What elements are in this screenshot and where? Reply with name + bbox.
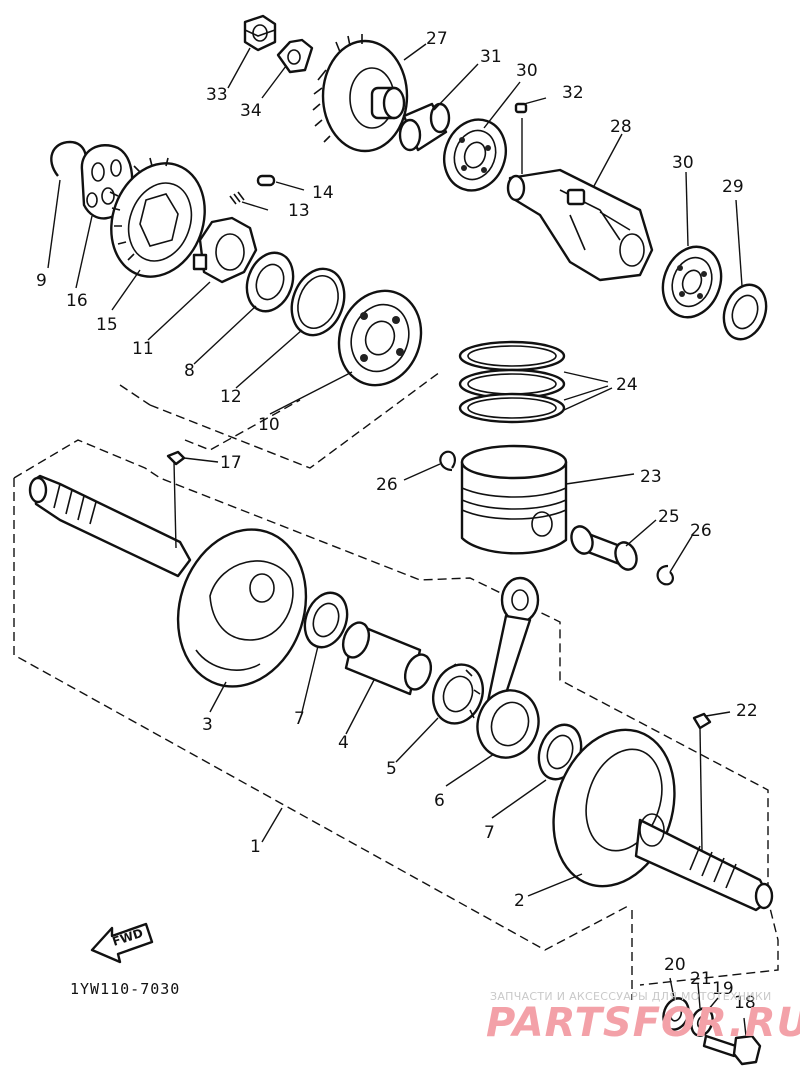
label-1: 1 — [250, 837, 261, 857]
label-34: 34 — [240, 101, 262, 121]
label-28: 28 — [610, 117, 632, 137]
part-26-circlip-upper — [439, 450, 456, 472]
label-32: 32 — [562, 83, 584, 103]
label-27: 27 — [426, 29, 448, 49]
part-18-bolt — [702, 1034, 762, 1066]
part-17-key — [166, 450, 186, 466]
label-30a: 30 — [516, 61, 538, 81]
label-22: 22 — [736, 701, 758, 721]
label-2: 2 — [514, 891, 525, 911]
part-24-piston-rings — [458, 340, 566, 424]
part-15-balancer-driven-gear — [109, 157, 206, 278]
label-24: 24 — [616, 375, 638, 395]
label-17: 17 — [220, 453, 242, 473]
part-23-piston — [460, 444, 568, 555]
assembly-boundary-lines — [13, 371, 779, 1000]
label-9: 9 — [36, 271, 47, 291]
part-20-washer — [662, 997, 690, 1031]
part-9-circlip — [50, 140, 88, 177]
part-21-washer — [690, 1007, 714, 1037]
part-22-key — [692, 712, 712, 730]
part-3-crank-left — [28, 474, 308, 688]
part-6-connecting-rod — [476, 576, 540, 759]
label-18: 18 — [734, 993, 756, 1013]
watermark-tagline: ЗАПЧАСТИ И АКСЕССУАРЫ ДЛЯ МОТОТЕХНИКИ — [490, 990, 772, 1003]
part-13-spring — [229, 191, 245, 205]
label-16: 16 — [66, 291, 88, 311]
label-7b: 7 — [484, 823, 495, 843]
watermark: ЗАПЧАСТИ И АКСЕССУАРЫ ДЛЯ МОТОТЕХНИКИ PA… — [486, 990, 800, 1046]
part-28-balancer-shaft — [506, 168, 654, 282]
label-29: 29 — [722, 177, 744, 197]
watermark-brand: PARTSFOR.RU — [486, 1000, 800, 1046]
label-25: 25 — [658, 507, 680, 527]
label-5: 5 — [386, 759, 397, 779]
part-29-oil-seal — [722, 283, 768, 341]
part-32-key — [514, 102, 528, 114]
part-11-hub — [192, 216, 258, 284]
part-4-crank-pin — [341, 621, 433, 696]
part-25-piston-pin — [570, 525, 638, 571]
label-21: 21 — [690, 969, 712, 989]
label-19: 19 — [712, 979, 734, 999]
part-10-bearing — [337, 289, 423, 387]
part-12-shim — [290, 267, 346, 337]
label-23: 23 — [640, 467, 662, 487]
part-34-lock-washer — [276, 38, 314, 74]
part-2-crank-right — [552, 728, 774, 912]
fwd-arrow-icon: FWD — [90, 922, 154, 964]
label-11: 11 — [132, 339, 154, 359]
part-30-bearing-upper — [443, 118, 507, 192]
label-33: 33 — [206, 85, 228, 105]
label-14: 14 — [312, 183, 334, 203]
label-31: 31 — [480, 47, 502, 67]
label-26b: 26 — [690, 521, 712, 541]
diagram-code: 1YW110-7030 — [70, 980, 180, 998]
part-27-balancer-gear — [312, 34, 409, 153]
label-6: 6 — [434, 791, 445, 811]
label-30b: 30 — [672, 153, 694, 173]
part-5-needle-bearing — [432, 663, 484, 725]
label-26a: 26 — [376, 475, 398, 495]
leader-lines — [47, 43, 747, 1037]
part-7-shim-left — [303, 591, 349, 649]
part-26-circlip-lower — [656, 564, 674, 586]
label-13: 13 — [288, 201, 310, 221]
label-15: 15 — [96, 315, 118, 335]
part-8-seal — [245, 251, 295, 313]
label-8: 8 — [184, 361, 195, 381]
label-10: 10 — [258, 415, 280, 435]
label-12: 12 — [220, 387, 242, 407]
part-14-pin — [256, 174, 276, 187]
part-33-nut — [243, 14, 277, 52]
label-4: 4 — [338, 733, 349, 753]
label-7a: 7 — [294, 709, 305, 729]
part-30-bearing-right — [661, 245, 723, 319]
part-31-collar — [398, 102, 451, 152]
label-3: 3 — [202, 715, 213, 735]
part-labels: 1 2 3 4 5 6 7 7 8 9 10 11 12 13 14 15 16… — [36, 29, 758, 1013]
label-20: 20 — [664, 955, 686, 975]
